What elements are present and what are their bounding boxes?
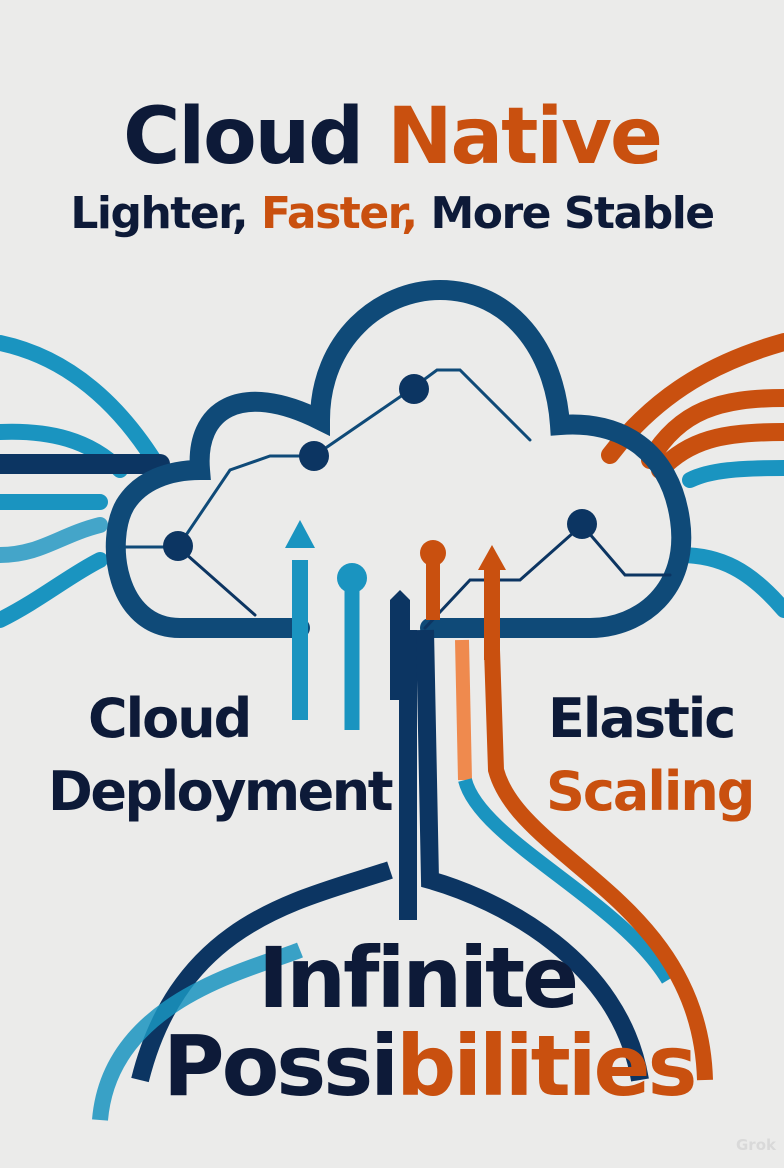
- right-label-line1: Elastic: [548, 687, 736, 750]
- cloud-icon: [105, 279, 692, 638]
- watermark: Grok: [736, 1136, 776, 1154]
- left-label-line1: Cloud: [88, 687, 252, 750]
- subtitle-lighter: Lighter,: [70, 188, 261, 239]
- left-data-streams-icon: [0, 335, 170, 628]
- network-nodes-icon: [118, 368, 672, 630]
- left-label-line2: Deployment: [48, 760, 394, 823]
- data-streams-icon: [92, 629, 713, 1121]
- title-part-native: Native: [387, 92, 663, 182]
- page-title: Cloud Native: [0, 98, 784, 176]
- subtitle-faster: Faster,: [260, 188, 418, 239]
- right-label-line2: Scaling: [546, 760, 755, 823]
- bottom-label-line2: Possibilities: [163, 1024, 698, 1108]
- bottom-label-line1: Infinite: [258, 929, 579, 1027]
- right-data-streams-icon: [601, 333, 784, 618]
- bottom-label-possi: Possi: [163, 1017, 399, 1115]
- subtitle-more-stable: More Stable: [416, 188, 715, 239]
- subtitle: Lighter, Faster, More Stable: [0, 192, 784, 236]
- bottom-label-bilities: bilities: [396, 1017, 697, 1115]
- title-part-cloud: Cloud: [123, 92, 388, 182]
